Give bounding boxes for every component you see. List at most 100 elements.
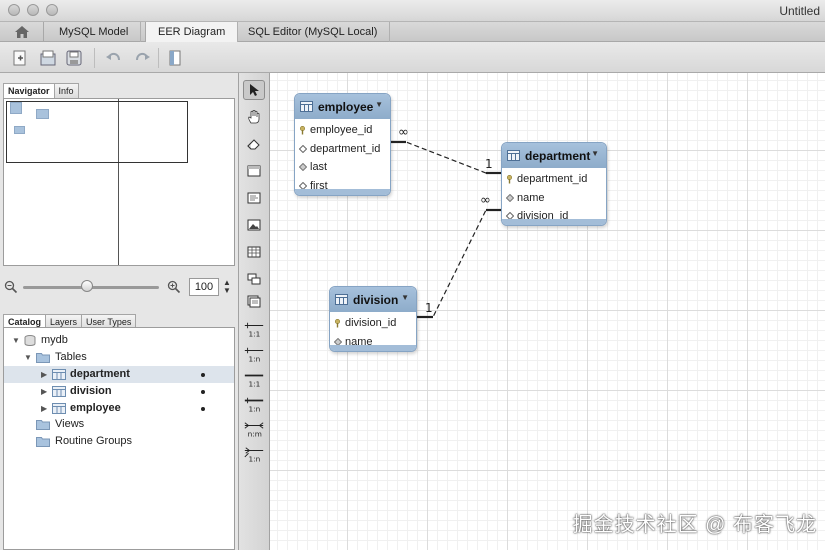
relationship-label: 1:n [249,355,261,364]
collapse-triangle-icon[interactable]: ▶ [41,370,48,379]
tree-item-tables[interactable]: ▼ Tables [4,349,234,366]
relationship-1-1-icon: 1:1 [244,322,264,339]
zoom-slider-knob[interactable] [81,280,93,292]
tree-label: division [70,385,112,397]
layer-tool[interactable] [243,161,265,181]
minimap-viewport[interactable] [6,101,188,163]
tree-item-views[interactable]: Views [4,416,234,433]
table-icon [52,386,66,397]
minimap-table [36,109,49,119]
tab-sql-editor[interactable]: SQL Editor (MySQL Local) [236,22,391,42]
entity-header[interactable]: employee ▼ [295,94,390,119]
view-tool[interactable] [243,269,265,289]
column-row[interactable]: last [295,158,390,177]
column-row[interactable]: department_id [502,170,606,189]
note-tool[interactable] [243,188,265,208]
zoom-out-icon[interactable] [4,280,18,294]
column-row[interactable]: employee_id [295,121,390,140]
routine-group-icon [247,295,261,308]
minimap-page-divider [118,99,119,265]
tool-palette: 1:1 1:n 1:1 1:n n:m 1:n [239,73,270,550]
tab-info[interactable]: Info [53,83,79,98]
routine-group-tool[interactable] [243,292,265,312]
collapse-arrow-icon[interactable]: ▼ [591,149,599,158]
collapse-arrow-icon[interactable]: ▼ [401,293,409,302]
database-icon [24,335,36,346]
entity-division[interactable]: division ▼ division_id name [329,286,417,352]
tree-item-table[interactable]: ▶ department [4,366,234,383]
entity-name: division [353,292,399,307]
status-dot [201,373,205,377]
eer-diagram-canvas[interactable]: ∞ 1 ∞ 1 employee ▼ employee_id departmen… [270,73,825,550]
eraser-tool[interactable] [243,134,265,154]
column-row[interactable]: department_id [295,140,390,159]
relationship-department-division[interactable]: ∞ 1 [417,193,501,319]
zoom-in-icon[interactable] [167,280,181,294]
tab-mysql-model[interactable]: MySQL Model [47,22,142,42]
primary-key-icon [507,175,512,184]
tree-item-schema[interactable]: ▼ mydb [4,332,234,349]
relationship-1-n-id-icon: 1:n [244,397,264,414]
navigator-minimap[interactable] [3,98,235,266]
undo-button[interactable] [104,48,124,68]
relationship-lines: ∞ 1 ∞ 1 [391,125,501,319]
pointer-icon [250,84,259,96]
table-tool[interactable] [243,242,265,262]
redo-button[interactable] [132,48,152,68]
view-icon [247,273,261,285]
collapse-triangle-icon[interactable]: ▶ [41,404,48,413]
entity-name: employee [318,99,374,114]
zoom-stepper-icon[interactable]: ▲▼ [223,278,231,295]
window-title: Untitled [779,4,820,18]
relationship-1-1-tool[interactable]: 1:1 [243,321,265,341]
relationship-1-1-id-tool[interactable]: 1:1 [243,371,265,391]
expand-triangle-icon[interactable]: ▼ [24,353,32,362]
close-window-button[interactable] [8,4,20,16]
save-icon [66,50,82,66]
column-diamond-icon [299,163,307,171]
tab-user-types[interactable]: User Types [81,314,137,329]
folder-icon [36,353,50,363]
save-button[interactable] [64,48,84,68]
primary-key-icon [335,319,340,328]
tree-item-table[interactable]: ▶ division [4,383,234,400]
column-row[interactable]: name [502,189,606,208]
expand-triangle-icon[interactable]: ▼ [12,336,20,345]
relationship-1-1-id-icon: 1:1 [244,374,264,389]
tab-eer-diagram[interactable]: EER Diagram [145,22,239,43]
entity-employee[interactable]: employee ▼ employee_id department_id las… [294,93,391,196]
zoom-level-field[interactable]: 100 [189,278,219,296]
zoom-window-button[interactable] [46,4,58,16]
pointer-tool[interactable] [243,80,265,100]
layer-icon [247,165,261,177]
tree-item-table[interactable]: ▶ employee [4,400,234,417]
side-panel: Navigator Info 100 ▲▼ Catalog Layers Use… [0,73,239,550]
open-button[interactable] [38,48,58,68]
tree-item-routine-groups[interactable]: Routine Groups [4,433,234,450]
entity-department[interactable]: department ▼ department_id name division… [501,142,607,226]
collapse-triangle-icon[interactable]: ▶ [41,387,48,396]
relationship-1-n-tool[interactable]: 1:n [243,346,265,366]
status-dot [201,390,205,394]
catalog-tree: ▼ mydb ▼ Tables ▶ department ▶ division … [3,327,235,550]
hand-tool[interactable] [243,107,265,127]
minimize-window-button[interactable] [27,4,39,16]
column-diamond-icon [299,144,307,153]
relationship-n-m-tool[interactable]: n:m [243,421,265,441]
relationship-pick-columns-tool[interactable]: 1:n [243,446,265,466]
tab-navigator[interactable]: Navigator [3,83,55,98]
entity-header[interactable]: department ▼ [502,143,606,168]
new-document-button[interactable] [10,48,30,68]
toggle-panel-button[interactable] [165,48,185,68]
column-diamond-icon [506,193,514,202]
collapse-arrow-icon[interactable]: ▼ [375,100,383,109]
column-row[interactable]: division_id [330,314,416,333]
entity-name: department [525,148,591,163]
open-icon [40,50,56,66]
status-dot [201,407,205,411]
relationship-employee-department[interactable]: ∞ 1 [391,125,501,175]
image-tool[interactable] [243,215,265,235]
entity-header[interactable]: division ▼ [330,287,416,312]
home-tab[interactable] [0,22,44,42]
relationship-1-n-id-tool[interactable]: 1:n [243,396,265,416]
